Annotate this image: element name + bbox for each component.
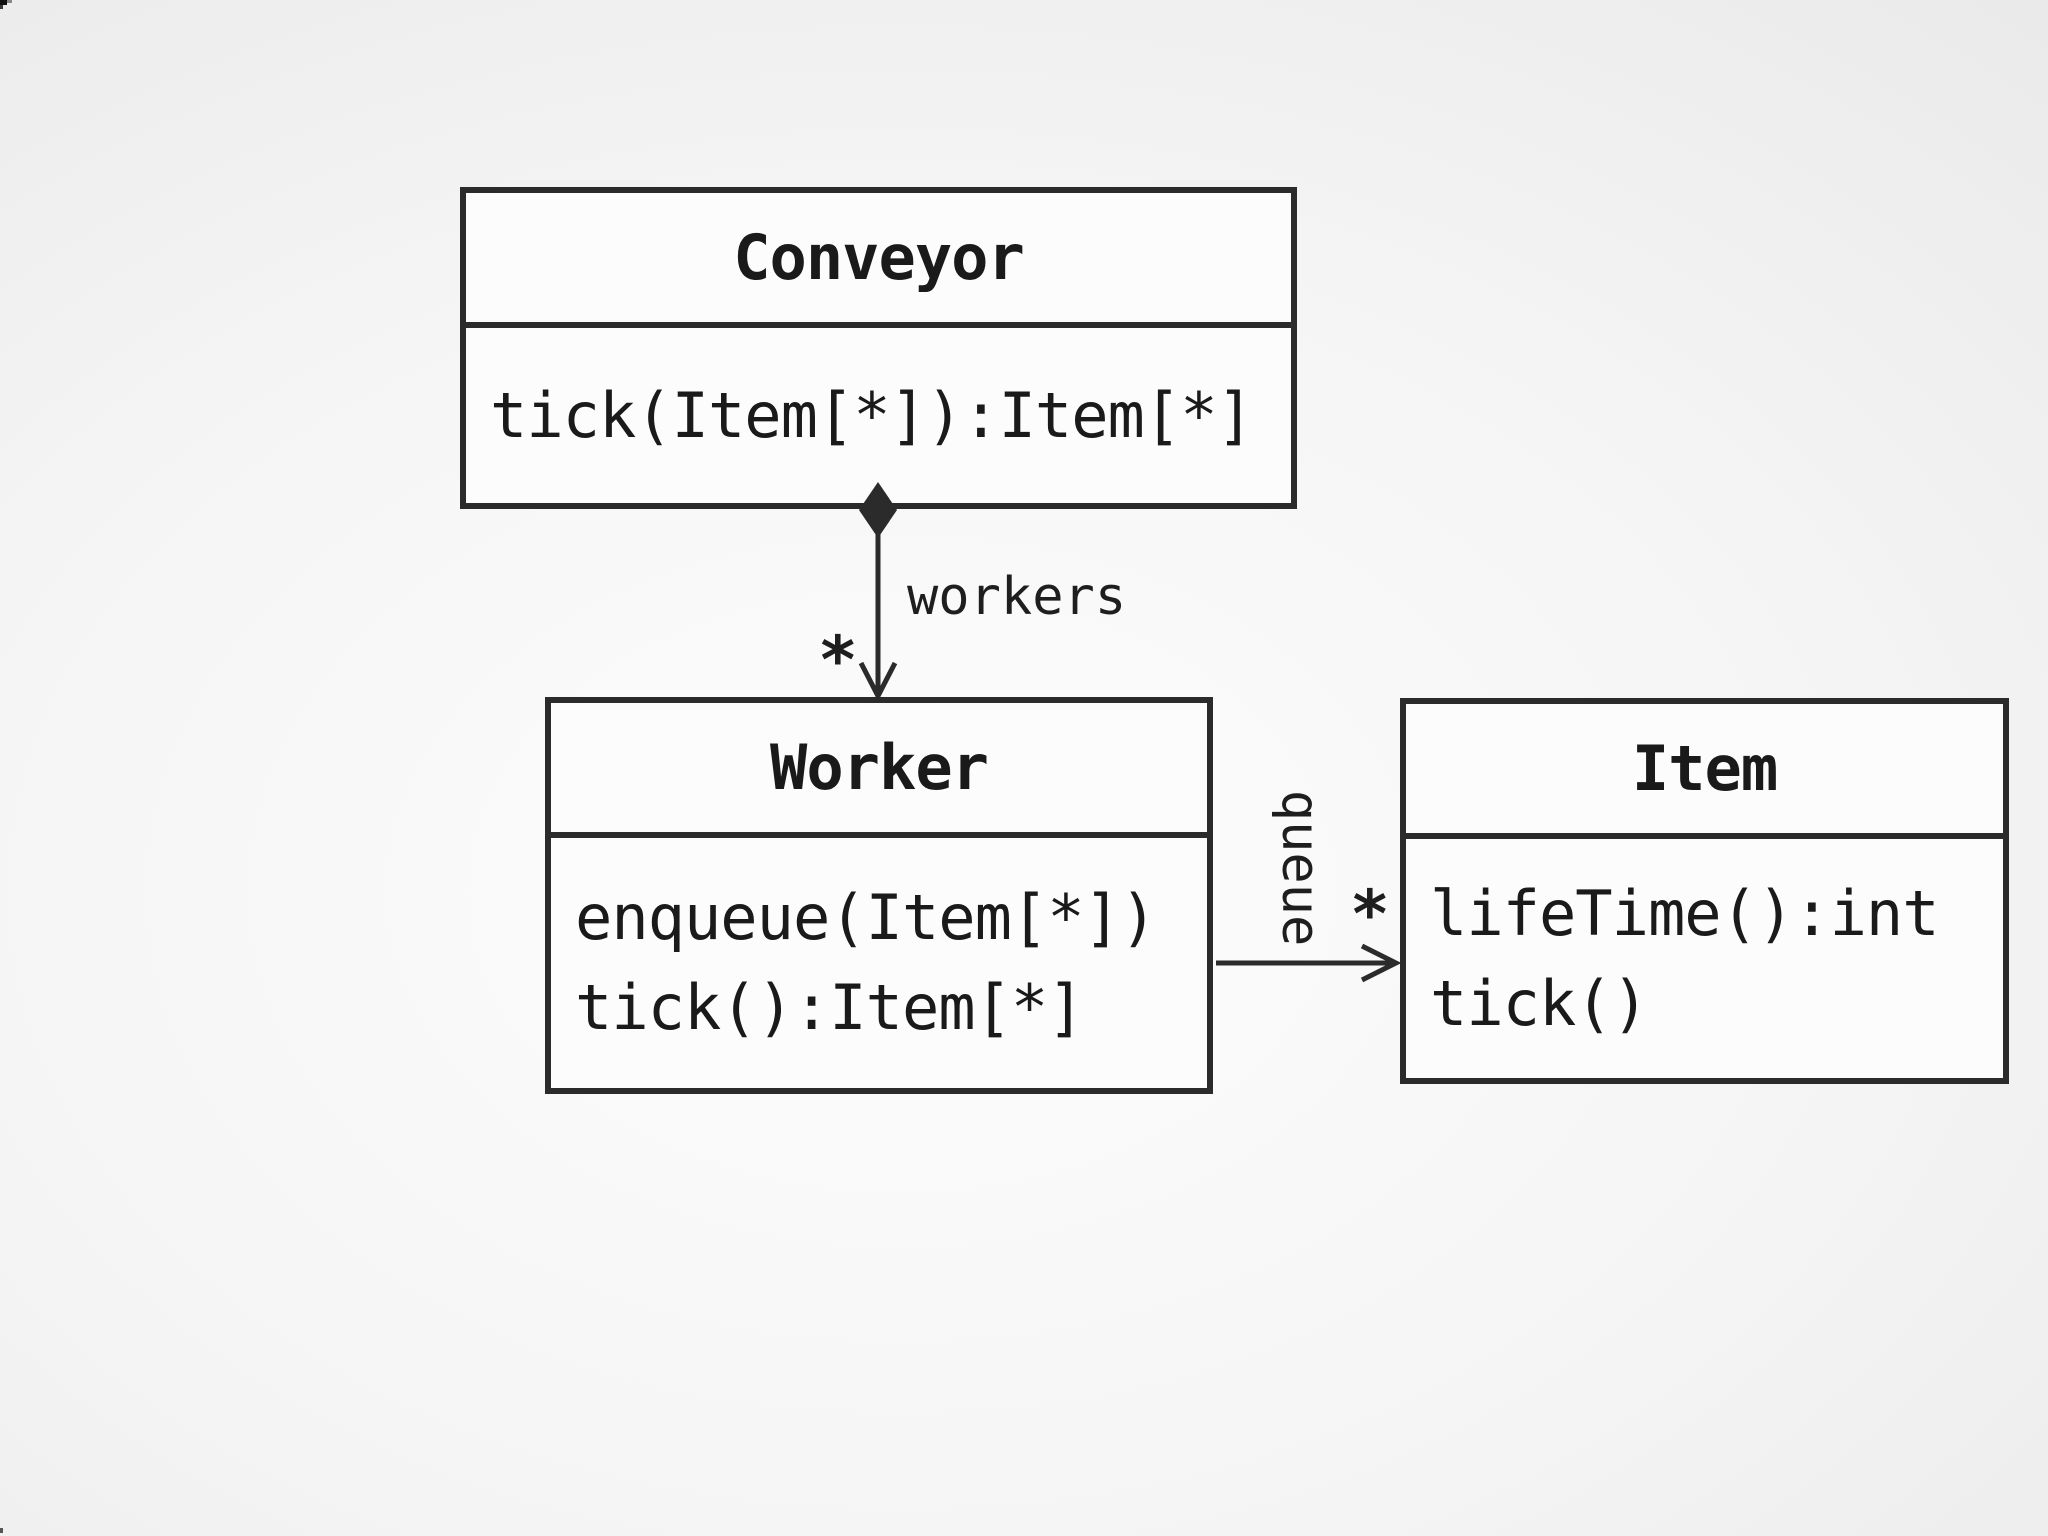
- corner-artifact: [7, 0, 12, 3]
- class-box-item: Item lifeTime():int tick(): [1400, 698, 2009, 1084]
- multiplicity-star-workers: *: [818, 622, 858, 699]
- method-enqueue: enqueue(Item[*]): [575, 881, 1157, 954]
- arrowhead-down-icon: [858, 661, 898, 702]
- relation-label-workers: workers: [907, 567, 1127, 627]
- class-methods-item: lifeTime():int tick(): [1406, 839, 2003, 1078]
- corner-artifact: [0, 0, 7, 5]
- corner-artifact: [0, 1528, 3, 1533]
- class-title-worker: Worker: [551, 703, 1207, 838]
- method-tick-items: tick(Item[*]):Item[*]: [490, 378, 1254, 452]
- class-box-worker: Worker enqueue(Item[*]) tick():Item[*]: [545, 697, 1213, 1094]
- relation-label-queue: queue: [1270, 789, 1330, 947]
- class-methods-worker: enqueue(Item[*]) tick():Item[*]: [551, 838, 1207, 1088]
- method-tick-worker: tick():Item[*]: [575, 971, 1085, 1044]
- class-methods-conveyor: tick(Item[*]):Item[*]: [466, 328, 1291, 503]
- multiplicity-star-queue: *: [1350, 876, 1390, 953]
- class-title-conveyor: Conveyor: [466, 193, 1291, 328]
- class-box-conveyor: Conveyor tick(Item[*]):Item[*]: [460, 187, 1297, 509]
- corner-artifact: [0, 5, 3, 9]
- class-title-item: Item: [1406, 704, 2003, 839]
- method-lifetime: lifeTime():int: [1430, 876, 1940, 950]
- method-tick-item: tick(): [1430, 966, 1649, 1040]
